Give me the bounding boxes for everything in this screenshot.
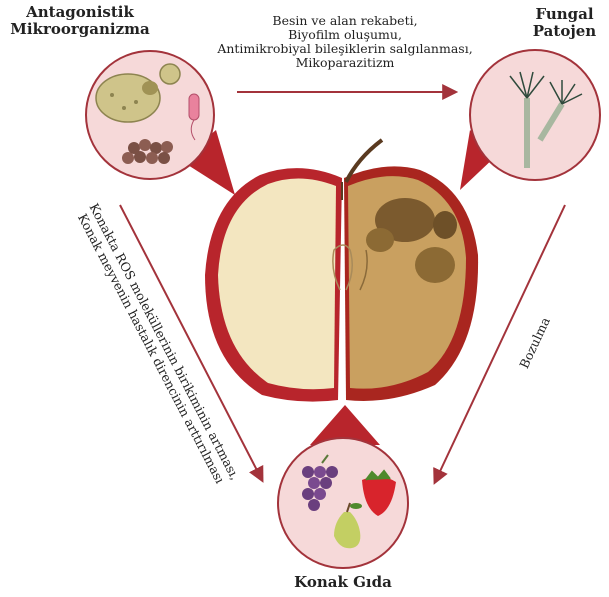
antagonist-label-line1: Antagonistik [0, 4, 160, 21]
pathogen-label-line1: Fungal [520, 6, 609, 23]
host-circle [278, 438, 408, 568]
apple-illustration [205, 140, 478, 402]
pathogen-label: Fungal Patojen [520, 6, 609, 40]
pathogen-label-line2: Patojen [520, 23, 609, 40]
antagonist-circle [86, 51, 214, 179]
antagonist-label: Antagonistik Mikroorganizma [0, 4, 160, 38]
interaction-text: Besin ve alan rekabeti, Biyofilm oluşumu… [180, 14, 510, 70]
host-label-text: Konak Gıda [283, 574, 403, 591]
antagonist-label-line2: Mikroorganizma [0, 21, 160, 38]
interaction-line: Antimikrobiyal bileşiklerin salgılanması… [180, 42, 510, 56]
interaction-line: Biyofilm oluşumu, [180, 28, 510, 42]
host-label: Konak Gıda [283, 574, 403, 591]
interaction-line: Mikoparazitizm [180, 56, 510, 70]
interaction-line: Besin ve alan rekabeti, [180, 14, 510, 28]
